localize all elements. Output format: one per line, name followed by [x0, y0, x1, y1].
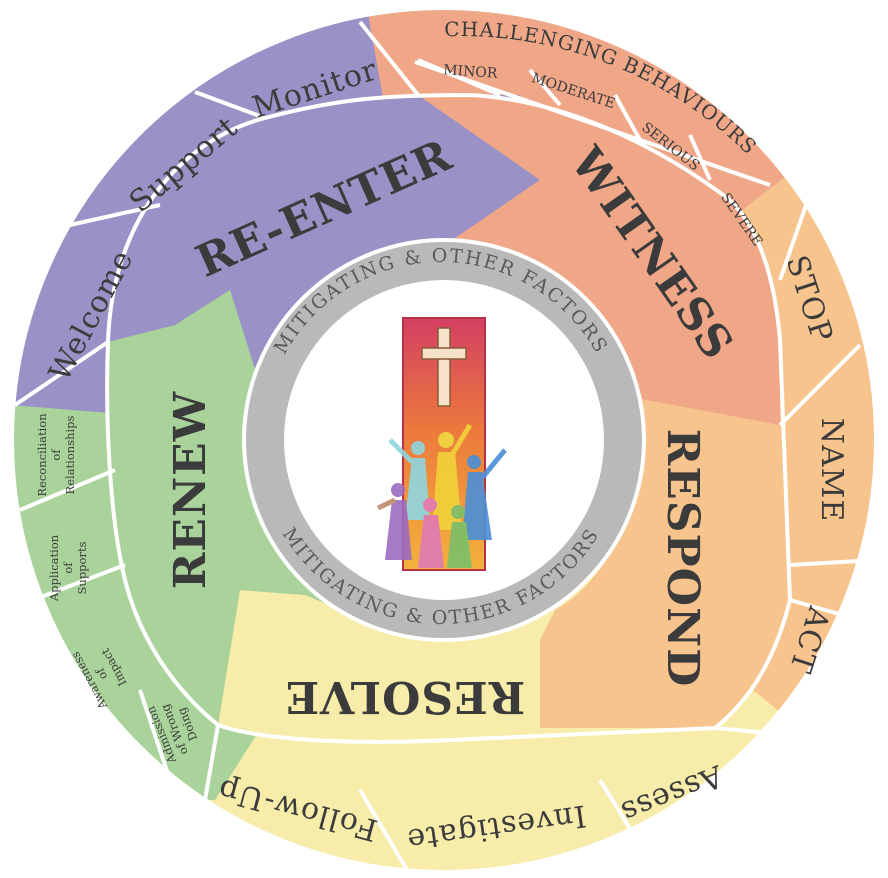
respond-step-name: NAME [814, 418, 849, 523]
stage-label-resolve: RESOLVE [285, 671, 526, 722]
svg-text:Relationships: Relationships [63, 415, 77, 494]
center-medallion: MITIGATING & OTHER FACTORS MITIGATING & … [242, 238, 646, 642]
stage-shape-reenter [108, 95, 540, 385]
stage-shape-respond [540, 395, 790, 728]
renew-step-reconciliation: Reconciliation of Relationships [35, 413, 77, 497]
level-minor: MINOR [443, 62, 499, 82]
svg-text:Supports: Supports [75, 541, 89, 594]
renew-step-application: Application of Supports [47, 534, 89, 602]
stage-label-renew: RENEW [165, 391, 216, 589]
renew-steps: Admission of Wrong Doing Awareness of Im… [35, 413, 200, 766]
divider-lines [10, 6, 878, 877]
stage-label-respond: RESPOND [657, 429, 708, 688]
stage-shape-witness [418, 95, 780, 425]
svg-text:Reconciliation: Reconciliation [35, 413, 49, 497]
svg-text:of: of [49, 449, 63, 461]
center-banner [376, 317, 507, 571]
svg-text:Application: Application [47, 534, 61, 602]
cross-icon [421, 327, 467, 407]
crowd-figures-icon [376, 423, 507, 568]
svg-text:of: of [61, 562, 75, 574]
